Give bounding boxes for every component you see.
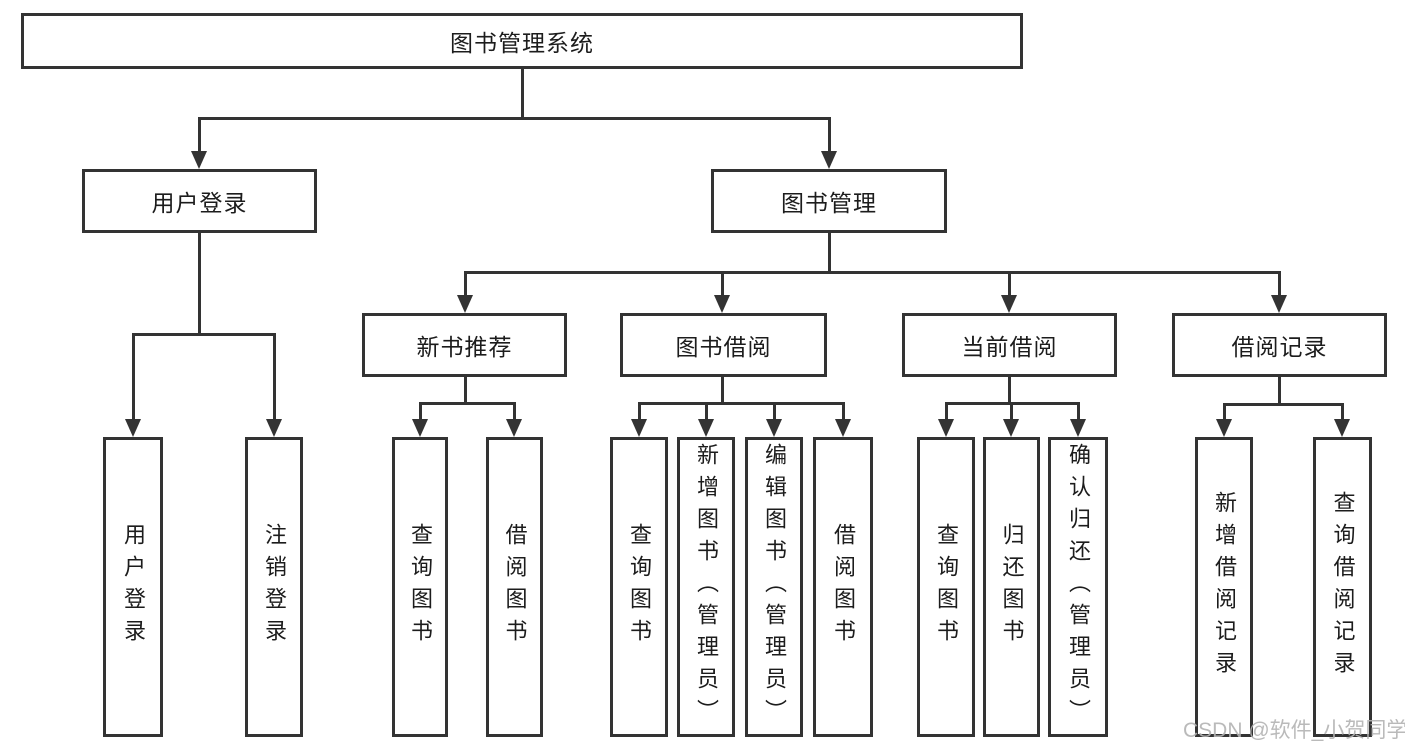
connector-line xyxy=(197,233,201,334)
connector-arrow xyxy=(1001,295,1017,313)
connector-line xyxy=(1222,404,1226,423)
connector-line xyxy=(197,118,201,157)
connector-line xyxy=(1277,272,1281,301)
connector-arrow xyxy=(714,295,730,313)
connector-line xyxy=(463,377,467,403)
node-user-login: 用户登录 xyxy=(82,169,317,233)
connector-line xyxy=(1010,403,1013,423)
node-book-management-label: 图书管理 xyxy=(781,190,877,216)
leaf-query-books-current: 查询图书 xyxy=(917,437,975,737)
connector-line xyxy=(720,272,724,301)
node-root-system-label: 图书管理系统 xyxy=(450,30,594,56)
leaf-borrow-books-borrowing: 借阅图书 xyxy=(813,437,873,737)
connector-arrow xyxy=(457,295,473,313)
leaf-borrow-books-recommend: 借阅图书 xyxy=(486,437,543,737)
connector-line xyxy=(131,334,135,425)
leaf-confirm-return-admin-label: 确认归还（管理员） xyxy=(1066,443,1091,731)
node-current-borrowing-label: 当前借阅 xyxy=(961,334,1058,360)
leaf-confirm-return-admin: 确认归还（管理员） xyxy=(1048,437,1108,737)
leaf-edit-book-admin: 编辑图书（管理员） xyxy=(745,437,803,737)
connector-line xyxy=(1007,272,1011,301)
node-new-book-recommend-label: 新书推荐 xyxy=(416,334,513,360)
connector-line xyxy=(827,118,831,157)
connector-arrow xyxy=(1271,295,1287,313)
watermark-text: CSDN @软件_小贺同学 xyxy=(1183,719,1405,742)
connector-line xyxy=(1076,403,1080,423)
node-book-borrowing-label: 图书借阅 xyxy=(675,334,772,360)
leaf-return-book: 归还图书 xyxy=(983,437,1040,737)
node-current-borrowing: 当前借阅 xyxy=(902,313,1117,377)
node-book-management: 图书管理 xyxy=(711,169,947,233)
connector-line xyxy=(463,272,467,301)
leaf-query-books-borrowing: 查询图书 xyxy=(610,437,668,737)
connector-arrow xyxy=(1070,419,1086,437)
connector-line xyxy=(704,403,708,423)
connector-arrow xyxy=(938,419,954,437)
leaf-user-login: 用户登录 xyxy=(103,437,163,737)
leaf-logout-label: 注销登录 xyxy=(262,523,287,651)
connector-line xyxy=(772,403,776,423)
connector-arrow xyxy=(698,419,714,437)
connector-line xyxy=(827,233,831,272)
connector-arrow xyxy=(835,419,851,437)
connector-arrow xyxy=(766,419,782,437)
leaf-borrow-books-recommend-label: 借阅图书 xyxy=(502,523,528,651)
connector-arrow xyxy=(125,419,141,437)
connector-line xyxy=(944,403,948,423)
connector-line xyxy=(637,403,641,423)
connector-arrow xyxy=(191,151,207,169)
leaf-add-borrow-record: 新增借阅记录 xyxy=(1195,437,1253,737)
connector-arrow xyxy=(1003,419,1019,437)
leaf-user-login-label: 用户登录 xyxy=(121,523,146,651)
leaf-edit-book-admin-label: 编辑图书（管理员） xyxy=(762,443,787,731)
connector-line xyxy=(1007,377,1011,403)
node-root-system: 图书管理系统 xyxy=(21,13,1023,69)
connector-arrow xyxy=(266,419,282,437)
node-borrowing-records: 借阅记录 xyxy=(1172,313,1387,377)
leaf-query-books-current-label: 查询图书 xyxy=(934,523,959,651)
leaf-add-book-admin: 新增图书（管理员） xyxy=(677,437,735,737)
connector-arrow xyxy=(1334,419,1350,437)
leaf-query-books-borrowing-label: 查询图书 xyxy=(627,523,652,651)
leaf-borrow-books-borrowing-label: 借阅图书 xyxy=(831,523,856,651)
connector-line xyxy=(1340,404,1344,423)
connector-arrow xyxy=(631,419,647,437)
connector-line xyxy=(720,377,724,403)
leaf-query-books-recommend: 查询图书 xyxy=(392,437,448,737)
node-borrowing-records-label: 借阅记录 xyxy=(1231,334,1328,360)
connector-line xyxy=(637,401,845,405)
leaf-add-book-admin-label: 新增图书（管理员） xyxy=(694,443,719,731)
node-book-borrowing: 图书借阅 xyxy=(620,313,827,377)
connector-arrow xyxy=(506,419,522,437)
leaf-add-borrow-record-label: 新增借阅记录 xyxy=(1212,491,1237,683)
connector-line xyxy=(1277,377,1281,404)
connector-line xyxy=(520,69,524,118)
connector-line xyxy=(841,403,845,423)
connector-line xyxy=(197,116,831,120)
connector-arrow xyxy=(1216,419,1232,437)
leaf-query-borrow-record-label: 查询借阅记录 xyxy=(1330,491,1356,683)
connector-arrow xyxy=(821,151,837,169)
connector-line xyxy=(418,401,516,405)
leaf-query-books-recommend-label: 查询图书 xyxy=(408,523,433,651)
connector-line xyxy=(418,403,422,423)
connector-line xyxy=(463,270,1281,274)
node-new-book-recommend: 新书推荐 xyxy=(362,313,567,377)
leaf-query-borrow-record: 查询借阅记录 xyxy=(1313,437,1372,737)
connector-line xyxy=(512,403,516,423)
node-user-login-label: 用户登录 xyxy=(151,190,248,216)
connector-line xyxy=(1222,402,1344,406)
connector-arrow xyxy=(412,419,428,437)
leaf-return-book-label: 归还图书 xyxy=(999,523,1025,651)
connector-line xyxy=(272,334,276,425)
connector-line xyxy=(131,332,276,336)
leaf-logout: 注销登录 xyxy=(245,437,303,737)
